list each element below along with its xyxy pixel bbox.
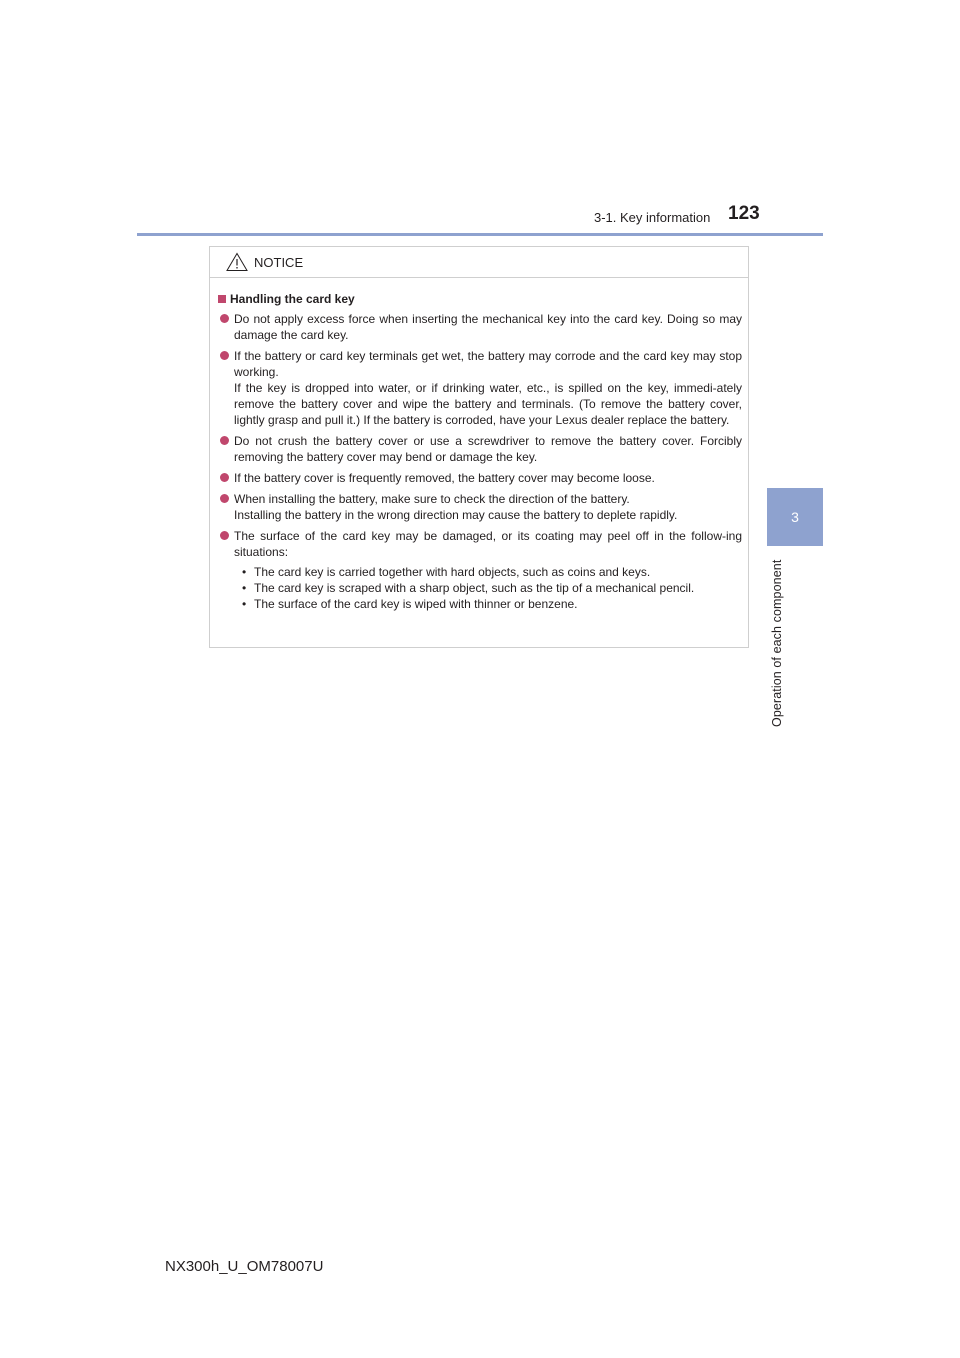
section-title: 3-1. Key information xyxy=(594,210,711,225)
bullet-dot-icon xyxy=(220,314,229,323)
item-paragraph: Do not apply excess force when inserting… xyxy=(234,312,742,342)
warning-triangle-icon xyxy=(226,252,248,271)
notice-item: When installing the battery, make sure t… xyxy=(218,491,742,523)
notice-item: If the battery or card key terminals get… xyxy=(218,348,742,428)
item-paragraph: When installing the battery, make sure t… xyxy=(234,492,630,506)
notice-item: The surface of the card key may be damag… xyxy=(218,528,742,612)
notice-header: NOTICE xyxy=(210,247,748,278)
item-paragraph: The surface of the card key may be damag… xyxy=(234,529,742,559)
notice-label: NOTICE xyxy=(254,255,304,270)
bullet-dot-icon xyxy=(220,531,229,540)
page-number: 123 xyxy=(728,203,760,224)
situation-list: •The card key is carried together with h… xyxy=(242,564,742,612)
square-bullet-icon xyxy=(218,295,226,303)
subheading-text: Handling the card key xyxy=(230,292,355,306)
bullet-dot-icon xyxy=(220,473,229,482)
item-paragraph: If the battery cover is frequently remov… xyxy=(234,471,655,485)
notice-item: If the battery cover is frequently remov… xyxy=(218,470,742,486)
chapter-tab: 3 xyxy=(767,488,823,546)
item-paragraph: If the key is dropped into water, or if … xyxy=(234,381,742,427)
item-paragraph: If the battery or card key terminals get… xyxy=(234,349,742,379)
notice-box: NOTICE Handling the card key Do not appl… xyxy=(209,246,749,648)
list-item: •The surface of the card key is wiped wi… xyxy=(242,597,578,611)
header-rule xyxy=(137,233,823,236)
item-paragraph: Installing the battery in the wrong dire… xyxy=(234,508,678,522)
list-item: •The card key is scraped with a sharp ob… xyxy=(242,581,695,595)
chapter-label: Operation of each component xyxy=(770,560,784,728)
notice-item: Do not apply excess force when inserting… xyxy=(218,311,742,343)
list-item: •The card key is carried together with h… xyxy=(242,565,651,579)
bullet-dot-icon xyxy=(220,436,229,445)
bullet-dot-icon xyxy=(220,494,229,503)
notice-item: Do not crush the battery cover or use a … xyxy=(218,433,742,465)
bullet-dot-icon xyxy=(220,351,229,360)
chapter-number: 3 xyxy=(791,509,799,525)
notice-body: Handling the card key Do not apply exces… xyxy=(210,278,748,612)
notice-subheading: Handling the card key xyxy=(218,292,742,306)
manual-code: NX300h_U_OM78007U xyxy=(165,1258,324,1275)
item-paragraph: Do not crush the battery cover or use a … xyxy=(234,434,742,464)
